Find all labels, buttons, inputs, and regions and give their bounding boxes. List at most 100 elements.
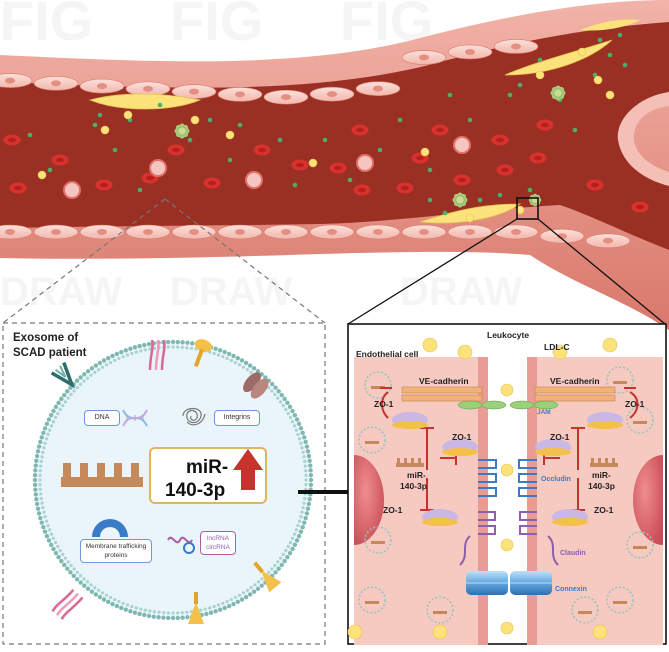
lipid-bead <box>44 437 49 441</box>
platelet-core <box>455 195 465 205</box>
lipid-bead <box>297 519 302 523</box>
lipid-bead <box>281 552 285 556</box>
lipid-bead <box>165 615 171 621</box>
exosome-particle <box>97 112 103 118</box>
red-blood-cell-center <box>146 175 154 181</box>
lipid-bead <box>281 404 285 408</box>
lipid-bead <box>300 524 305 530</box>
lipid-bead <box>33 492 38 497</box>
lipid-bead <box>38 439 43 445</box>
lipid-bead <box>142 342 147 348</box>
cell-nucleus <box>5 229 15 235</box>
lipid-bead <box>241 365 246 369</box>
lipid-bead <box>225 599 229 604</box>
platelet-core <box>553 88 563 98</box>
lipid-bead <box>39 459 43 464</box>
lipid-bead <box>255 586 261 591</box>
lipid-bead <box>185 615 190 620</box>
lipid-bead <box>66 560 70 564</box>
mir-left-line2: 140-3p <box>400 481 427 491</box>
vesicle-membrane <box>358 586 386 614</box>
lipid-bead <box>56 411 60 416</box>
exosome-particle <box>347 177 353 183</box>
lipid-bead <box>85 580 90 584</box>
exosome-particle <box>137 187 143 193</box>
lipid-bead <box>42 446 46 450</box>
exosome-particle <box>157 102 163 108</box>
leukocyte-icon <box>453 136 471 154</box>
lipid-bead <box>204 611 209 617</box>
svg-text:DRAW: DRAW <box>170 270 292 314</box>
cell-membrane-left <box>478 357 488 645</box>
lipid-bead <box>294 428 298 432</box>
lipid-bead <box>143 348 147 352</box>
lipid-bead <box>114 351 120 357</box>
lipid-bead <box>170 339 176 345</box>
lipid-bead <box>43 441 47 445</box>
dna-label-box: DNA <box>84 410 120 426</box>
watermark: FIG FIG FIG DRAW DRAW DRAW <box>0 0 522 314</box>
lipid-bead <box>42 426 48 431</box>
zoom-region-box <box>516 197 539 220</box>
lipid-bead <box>38 487 42 491</box>
lipid-bead <box>151 614 156 619</box>
rna-label-box: lncRNA circRNA <box>200 531 236 555</box>
lipid-bead <box>68 385 73 390</box>
lipid-bead <box>278 556 283 560</box>
ve-cadherin-label-right: VE-cadherin <box>550 376 600 386</box>
lipid-bead <box>237 363 242 367</box>
cell-nucleus <box>281 94 291 101</box>
lipid-bead <box>58 407 62 412</box>
zo1-label-6: ZO-1 <box>594 505 614 515</box>
lipid-bead <box>180 340 185 345</box>
rna-strand-icon <box>61 463 143 487</box>
ldl-particles <box>37 47 615 223</box>
leukocyte-icon <box>356 154 374 172</box>
cell-nucleus <box>511 43 521 50</box>
lipid-bead <box>44 421 50 427</box>
lipid-bead <box>53 404 59 410</box>
lipid-bead <box>282 558 287 564</box>
lipid-bead <box>59 558 64 564</box>
lipid-bead <box>284 548 288 553</box>
lipid-bead <box>93 363 99 368</box>
exosome-particle <box>237 122 243 128</box>
lncrna-label: lncRNA <box>206 535 230 542</box>
lipid-bead <box>132 610 138 615</box>
lipid-bead <box>34 501 40 507</box>
lipid-bead <box>231 601 236 607</box>
lipid-bead <box>285 400 290 406</box>
lipid-bead <box>43 515 47 519</box>
exosome-particle <box>397 117 403 123</box>
lipid-bead <box>273 563 277 568</box>
ldl-particle-icon <box>500 538 514 552</box>
zo1-label-1: ZO-1 <box>374 399 394 409</box>
lipid-bead <box>301 450 305 454</box>
lipid-bead <box>296 533 302 539</box>
lipid-bead <box>72 567 76 571</box>
lipid-bead <box>89 589 95 594</box>
cytoplasm-vesicles <box>358 366 654 624</box>
red-blood-cell-center <box>56 157 64 163</box>
leukocyte-icon <box>245 171 263 189</box>
lipid-bead <box>241 591 246 595</box>
vesicle-rna <box>613 601 627 604</box>
lipid-bead <box>299 441 303 445</box>
cell-nucleus <box>5 77 15 84</box>
lipid-bead <box>63 400 68 404</box>
lipid-bead <box>296 421 302 427</box>
lipid-bead <box>97 588 101 592</box>
lipid-bead <box>139 349 143 353</box>
lipid-bead <box>100 365 105 369</box>
lipid-bead <box>89 583 93 587</box>
red-blood-cell-center <box>334 165 342 171</box>
lipid-bead <box>303 515 308 521</box>
lipid-bead <box>49 532 54 536</box>
lipid-bead <box>288 540 293 545</box>
lipid-bead <box>48 528 52 532</box>
lipid-bead <box>82 379 86 383</box>
lipid-bead <box>213 609 218 614</box>
lipid-bead <box>51 408 56 414</box>
lipid-bead <box>142 612 147 618</box>
lipid-bead <box>93 585 97 590</box>
